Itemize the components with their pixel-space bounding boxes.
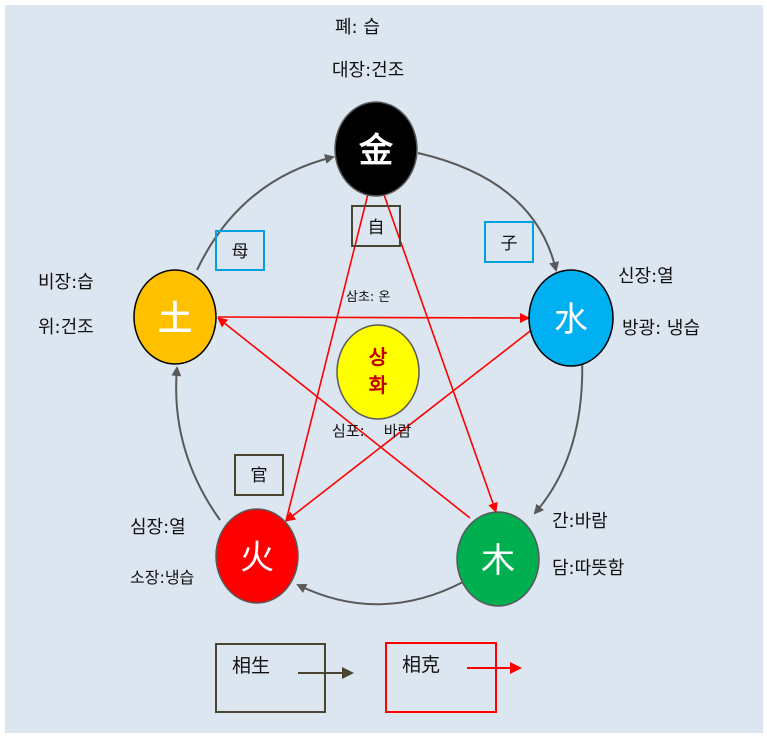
- node-fire: 火: [215, 508, 299, 604]
- cycle-arrow-wood-fire: [296, 581, 464, 606]
- label-pericardium: 심포: 바람: [332, 422, 412, 440]
- node-wood: 木: [456, 511, 540, 607]
- cycle-arrow-metal-water: [417, 152, 560, 272]
- control-arrow-fire-metal: [285, 169, 377, 522]
- svg-text:母: 母: [232, 242, 249, 262]
- node-water: 水: [528, 269, 614, 367]
- label-lung: 폐: 습: [335, 17, 380, 38]
- node-earth: 土: [133, 269, 217, 365]
- label-bladder: 방광: 냉습: [622, 318, 700, 339]
- control-arrow-water-fire: [285, 327, 535, 522]
- relation-mother-box: 母: [215, 230, 265, 271]
- legend-generating: 相生: [215, 643, 354, 713]
- svg-text:화: 화: [369, 373, 388, 397]
- label-gallbladder: 담:따뜻함: [552, 558, 624, 579]
- label-kidney: 신장:열: [618, 266, 674, 287]
- svg-text:自: 自: [368, 218, 385, 238]
- node-center: 상 화: [336, 324, 420, 420]
- label-spleen: 비장:습: [38, 272, 94, 293]
- legend-controlling: 相克: [385, 642, 522, 713]
- svg-text:子: 子: [501, 234, 518, 254]
- label-liver: 간:바람: [552, 511, 608, 532]
- control-arrow-earth-water: [217, 312, 530, 323]
- node-metal: 金: [334, 101, 418, 197]
- svg-text:金: 金: [358, 131, 394, 171]
- relation-official-box: 官: [234, 454, 284, 496]
- label-heart: 심장:열: [130, 517, 186, 538]
- label-large-intestine: 대장:건조: [332, 60, 404, 81]
- svg-text:木: 木: [481, 541, 515, 581]
- svg-text:官: 官: [251, 466, 268, 486]
- label-small-intestine: 소장:냉습: [130, 568, 194, 587]
- label-stomach: 위:건조: [38, 317, 94, 338]
- svg-text:水: 水: [554, 300, 588, 340]
- relation-self-box: 自: [351, 205, 401, 247]
- control-arrow-wood-earth: [217, 317, 471, 519]
- svg-text:土: 土: [158, 299, 192, 339]
- label-triple-burner: 삼초: 온: [346, 290, 390, 305]
- svg-text:相生: 相生: [232, 655, 270, 677]
- svg-text:상: 상: [369, 345, 388, 369]
- svg-text:火: 火: [240, 538, 274, 578]
- cycle-arrow-fire-earth: [171, 366, 221, 521]
- svg-text:相克: 相克: [402, 654, 440, 676]
- cycle-arrow-earth-metal: [196, 154, 335, 271]
- control-arrow-metal-wood: [375, 171, 498, 513]
- relation-child-box: 子: [484, 221, 534, 263]
